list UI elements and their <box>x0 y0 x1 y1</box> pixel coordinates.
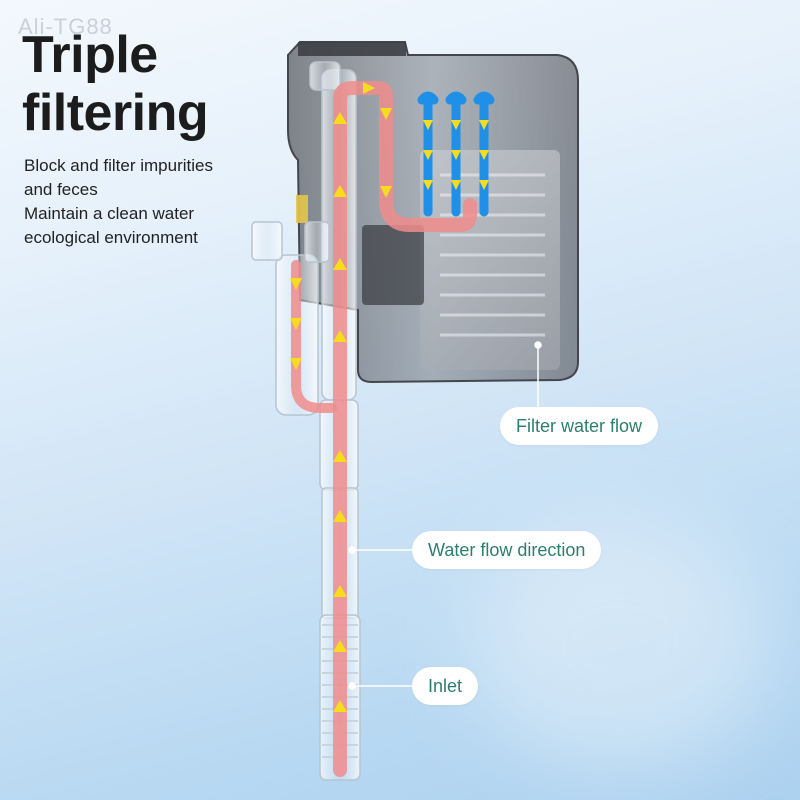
description-line-4: ecological environment <box>24 228 198 247</box>
callout-water-flow-direction: Water flow direction <box>412 531 602 569</box>
callout-leaders <box>348 341 542 690</box>
flow-arrows <box>290 82 392 712</box>
watermark: Ali-TG88 <box>18 14 113 39</box>
callout-inlet: Inlet <box>412 667 479 705</box>
filtered-flow-arrows <box>423 120 489 190</box>
headline: Triple filtering <box>22 26 209 142</box>
headline-line-1: Triple <box>22 26 158 84</box>
headline-line-2: filtering <box>22 84 209 142</box>
description-line-2: and feces <box>24 180 98 199</box>
description-line-3: Maintain a clean water <box>24 204 195 223</box>
description-line-1: Block and filter impurities <box>24 156 213 175</box>
callout-filter-water-flow: Filter water flow <box>500 407 659 445</box>
feature-description: Block and filter impurities and feces Ma… <box>24 154 213 250</box>
inflow-path <box>291 81 477 777</box>
